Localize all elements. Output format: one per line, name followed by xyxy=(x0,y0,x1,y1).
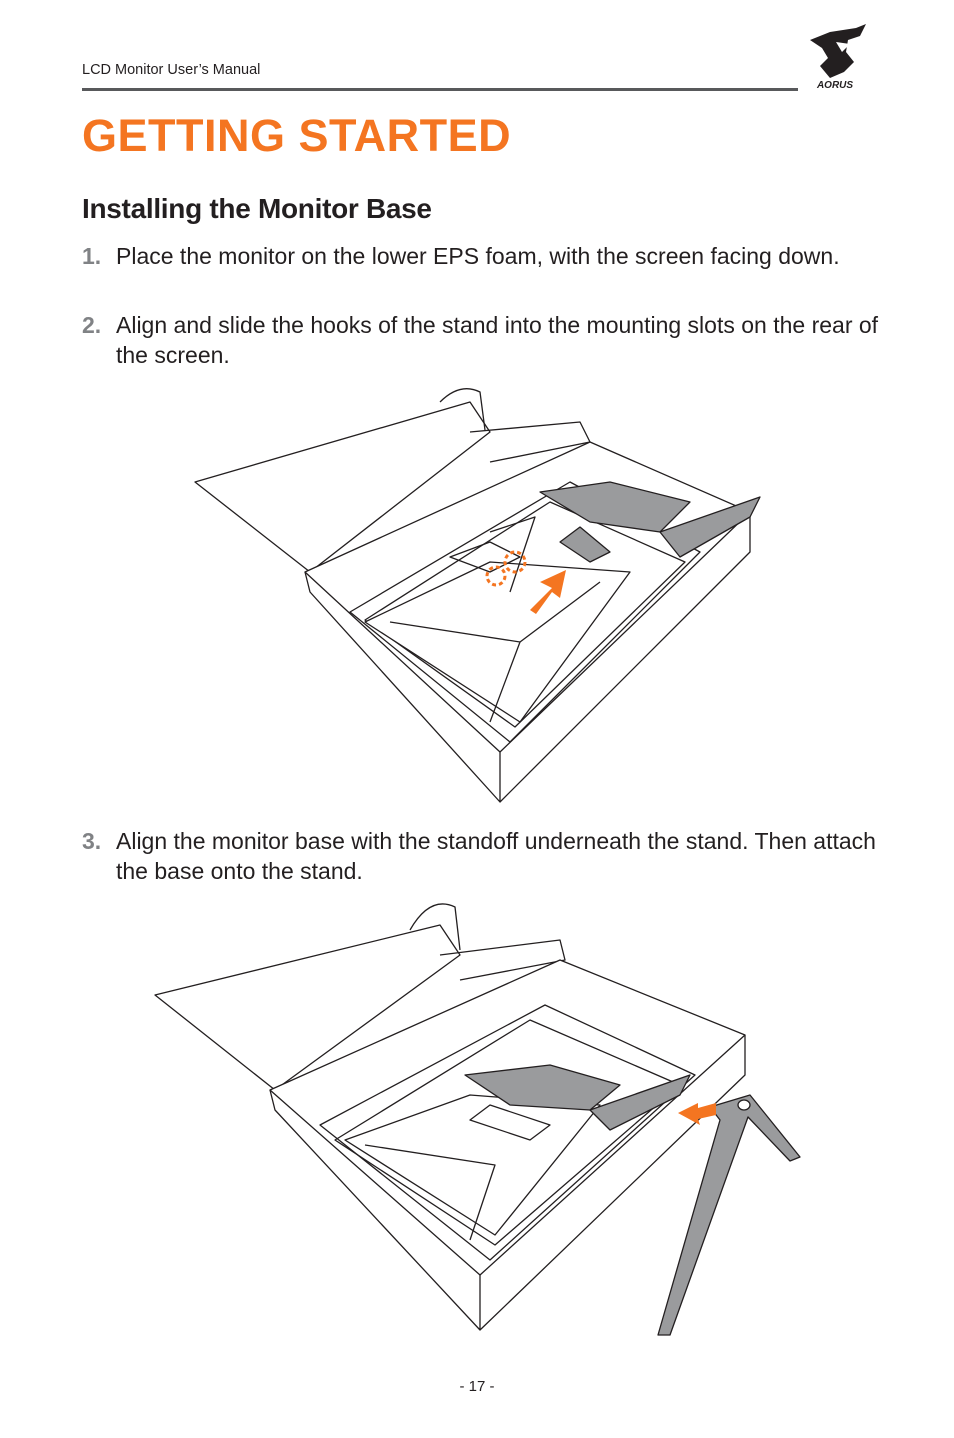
aorus-logo: AORUS xyxy=(810,24,866,91)
step-number: 1. xyxy=(82,243,102,269)
step-2: 2. Align and slide the hooks of the stan… xyxy=(82,310,882,370)
section-title: Installing the Monitor Base xyxy=(82,193,432,224)
step-3: 3. Align the monitor base with the stand… xyxy=(82,826,882,886)
step-text: Align the monitor base with the standoff… xyxy=(116,828,876,884)
step-text: Place the monitor on the lower EPS foam,… xyxy=(116,243,840,269)
page-number: - 17 - xyxy=(459,1378,495,1395)
step-number: 2. xyxy=(82,312,102,338)
header-divider xyxy=(82,88,798,91)
brand-text: AORUS xyxy=(816,80,853,91)
step-1: 1. Place the monitor on the lower EPS fo… xyxy=(82,241,882,271)
step-number: 3. xyxy=(82,828,102,854)
step-text: Align and slide the hooks of the stand i… xyxy=(116,312,879,368)
figure-attach-base xyxy=(154,903,801,1336)
chapter-title: GETTING STARTED xyxy=(82,110,512,161)
figure-attach-stand xyxy=(194,388,761,803)
manual-title: LCD Monitor User’s Manual xyxy=(82,62,261,78)
